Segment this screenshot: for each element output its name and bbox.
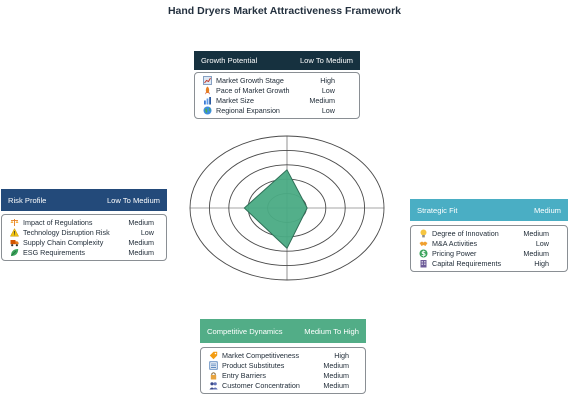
item-label: Impact of Regulations — [23, 217, 93, 227]
list-item: ESG Requirements Medium — [9, 248, 154, 258]
building-icon — [418, 259, 429, 268]
item-label: ESG Requirements — [23, 248, 85, 258]
card-risk-profile: Risk Profile Low To Medium Impact of Reg… — [1, 189, 167, 261]
item-value: Medium — [523, 228, 549, 238]
item-value: Medium — [323, 360, 349, 370]
card-rating: Low To Medium — [299, 56, 353, 65]
item-label: Supply Chain Complexity — [23, 237, 104, 247]
rocket-icon — [202, 86, 213, 95]
warning-icon — [9, 227, 20, 237]
item-value: Low — [321, 106, 335, 116]
item-value: Low — [535, 238, 549, 248]
list-item: Pace of Market Growth Low — [202, 85, 335, 95]
item-value: High — [534, 259, 549, 269]
chart-icon — [202, 75, 213, 85]
list-item: Product Substitutes Medium — [208, 360, 349, 370]
card-competitive-dynamics: Competitive Dynamics Medium To High Mark… — [200, 319, 366, 394]
item-value: Medium — [309, 95, 335, 105]
item-value: Medium — [128, 237, 154, 247]
list-item: $ Pricing Power Medium — [418, 248, 549, 258]
item-value: Medium — [323, 370, 349, 380]
list-item: Market Competitiveness High — [208, 350, 349, 360]
item-label: Entry Barriers — [222, 370, 266, 380]
card-rating: Medium — [533, 205, 561, 215]
lock-icon — [208, 371, 219, 380]
item-label: Pricing Power — [432, 248, 477, 258]
card-growth-potential: Growth Potential Low To Medium Market Gr… — [194, 51, 360, 119]
list-item: Technology Disruption Risk Low — [9, 227, 154, 237]
dollar-icon: $ — [418, 249, 429, 258]
list-item: Market Growth Stage High — [202, 75, 335, 85]
item-label: Customer Concentration — [222, 381, 300, 391]
list-item: Degree of Innovation Medium — [418, 228, 549, 238]
list-icon — [208, 361, 219, 370]
lightbulb-icon — [418, 229, 429, 238]
list-item: Market Size Medium — [202, 95, 335, 105]
item-label: Market Size — [216, 95, 254, 105]
item-label: Product Substitutes — [222, 360, 285, 370]
users-icon — [208, 381, 219, 390]
item-value: Medium — [128, 217, 154, 227]
list-item: Capital Requirements High — [418, 259, 549, 269]
globe-icon — [202, 106, 213, 115]
item-label: Degree of Innovation — [432, 228, 499, 238]
item-value: Medium — [523, 248, 549, 258]
item-value: Low — [321, 85, 335, 95]
bar-chart-icon — [202, 96, 213, 105]
item-value: Low — [140, 227, 154, 237]
card-header: Growth Potential Low To Medium — [194, 51, 360, 70]
item-value: Medium — [128, 248, 154, 258]
list-item: Customer Concentration Medium — [208, 381, 349, 391]
tag-icon — [208, 351, 219, 360]
item-label: Regional Expansion — [216, 106, 280, 116]
item-value: Medium — [323, 381, 349, 391]
card-header: Strategic Fit Medium — [410, 199, 568, 221]
svg-text:$: $ — [421, 250, 426, 258]
item-label: Technology Disruption Risk — [23, 227, 110, 237]
list-item: Impact of Regulations Medium — [9, 217, 154, 227]
card-header: Competitive Dynamics Medium To High — [200, 319, 366, 343]
radar-area — [243, 169, 308, 250]
item-value: High — [334, 350, 349, 360]
item-label: Pace of Market Growth — [216, 85, 290, 95]
list-item: Regional Expansion Low — [202, 106, 335, 116]
item-label: M&A Activities — [432, 238, 478, 248]
truck-icon — [9, 238, 20, 247]
scale-icon — [9, 218, 20, 227]
card-title: Competitive Dynamics — [207, 326, 283, 336]
item-label: Market Growth Stage — [216, 75, 284, 85]
card-title: Growth Potential — [201, 56, 258, 65]
list-item: Entry Barriers Medium — [208, 370, 349, 380]
card-strategic-fit: Strategic Fit Medium Degree of Innovatio… — [410, 199, 568, 272]
diagram-title: Hand Dryers Market Attractiveness Framew… — [167, 5, 402, 17]
card-title: Strategic Fit — [417, 205, 458, 215]
card-rating: Medium To High — [304, 326, 359, 336]
item-label: Market Competitiveness — [222, 350, 300, 360]
handshake-icon — [418, 239, 429, 248]
card-title: Risk Profile — [8, 195, 47, 205]
item-value: High — [320, 75, 335, 85]
list-item: M&A Activities Low — [418, 238, 549, 248]
item-label: Capital Requirements — [432, 259, 502, 269]
card-header: Risk Profile Low To Medium — [1, 189, 167, 211]
list-item: Supply Chain Complexity Medium — [9, 237, 154, 247]
card-rating: Low To Medium — [106, 195, 160, 205]
leaf-icon — [9, 248, 20, 257]
